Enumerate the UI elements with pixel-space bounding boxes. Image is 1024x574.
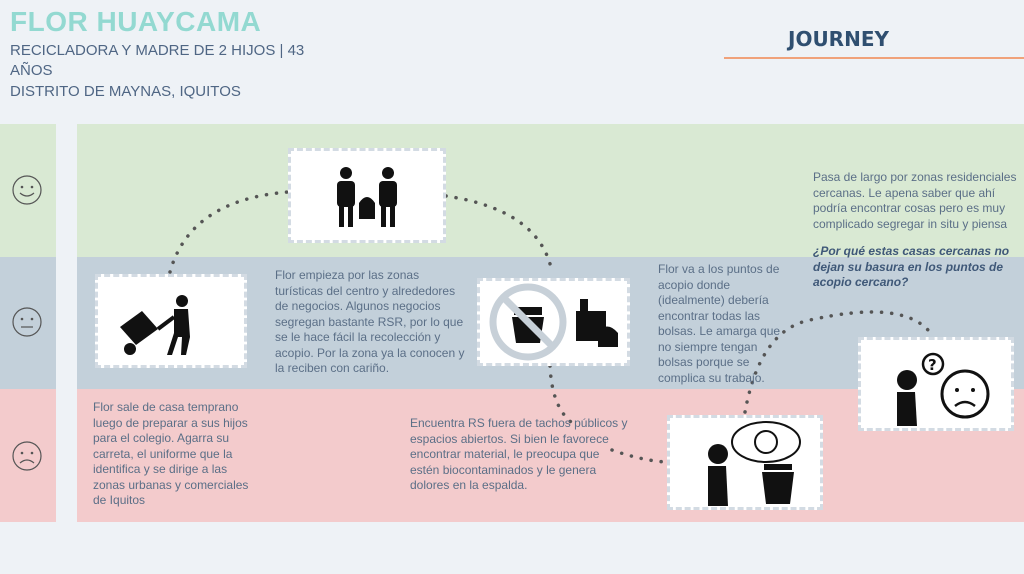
worried-person-trash-icon: [708, 421, 801, 506]
persona-age: AÑOS: [10, 62, 53, 79]
step-2-text: Flor empieza por las zonas turísticas de…: [275, 268, 465, 375]
persona-location: DISTRITO DE MAYNAS, IQUITOS: [10, 83, 241, 100]
step-card-no-recycling: [477, 278, 630, 366]
column-divider: [56, 124, 77, 522]
persona-name: FLOR HUAYCAMA: [10, 6, 262, 37]
confused-person-sad-face-icon: ?: [897, 352, 990, 426]
step-3-text: Encuentra RS fuera de tachos públicos y …: [410, 416, 628, 492]
step-5-question: ¿Por qué estas casas cercanas no dejan s…: [813, 244, 1010, 289]
people-handing-bag-icon: [337, 167, 397, 227]
step-1-text: Flor sale de casa temprano luego de prep…: [93, 400, 249, 507]
sad-band: [0, 389, 1024, 522]
step-4-text: Flor va a los puntos de acopio donde (id…: [658, 262, 781, 385]
no-recycling-bin-icon: [489, 283, 618, 361]
step-card-meeting: [288, 148, 446, 243]
person-pushing-cart-icon: [120, 295, 190, 355]
happy-band: [0, 124, 1024, 257]
step-card-confused: ?: [858, 337, 1014, 431]
title-underline: [724, 57, 1024, 59]
neutral-face-icon: [12, 307, 42, 337]
section-title: JOURNEY: [788, 27, 889, 51]
sad-face-icon: [12, 441, 42, 471]
persona-subtitle: RECICLADORA Y MADRE DE 2 HIJOS | 43: [10, 42, 305, 59]
step-card-cart: [95, 274, 247, 368]
svg-text:?: ?: [928, 356, 937, 374]
smile-face-icon: [12, 175, 42, 205]
step-5-text: Pasa de largo por zonas residenciales ce…: [813, 170, 1017, 231]
step-card-angry: [667, 415, 823, 510]
